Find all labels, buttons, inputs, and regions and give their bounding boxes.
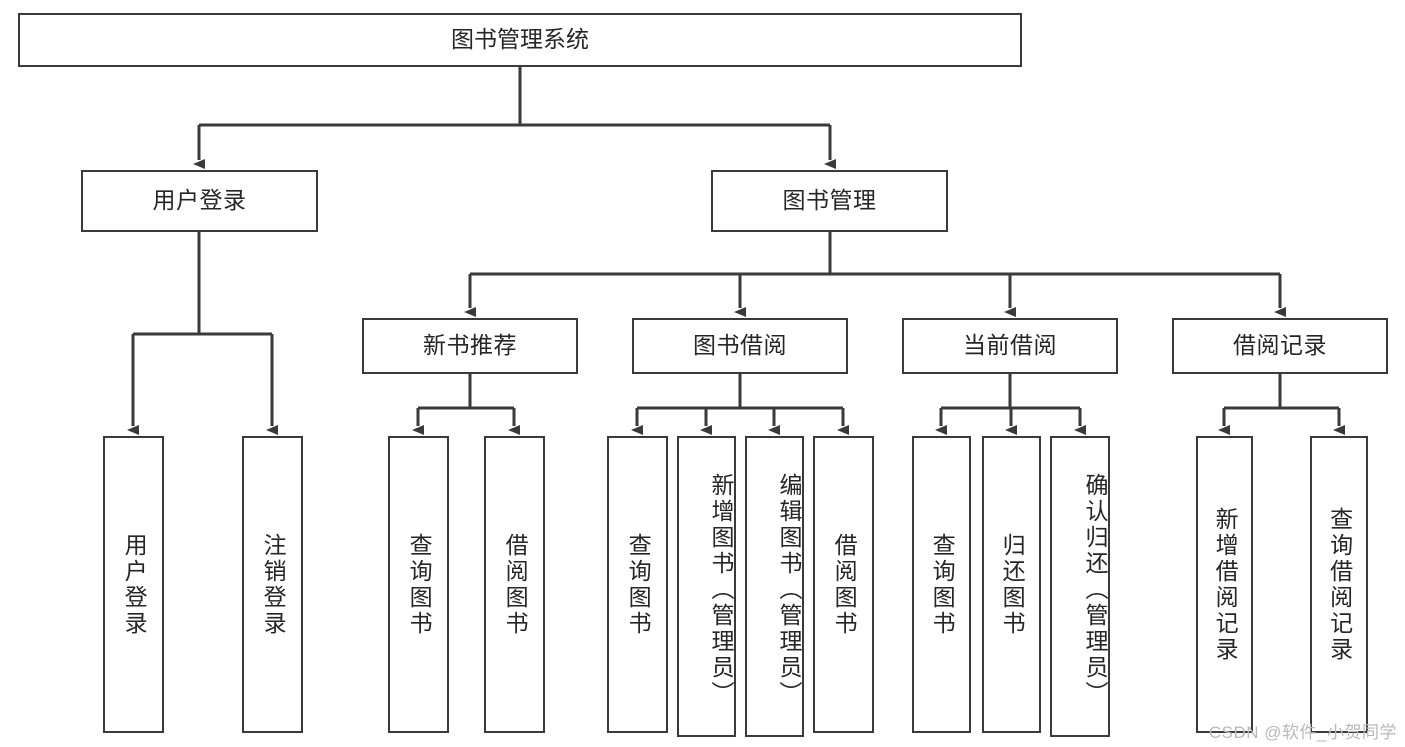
node-label: 新书推荐 [423, 332, 517, 359]
leaf-query-book-borrow[interactable]: 查询图书 [607, 436, 668, 733]
node-user-login[interactable]: 用户登录 [81, 170, 318, 232]
node-label: 用户登录 [152, 187, 247, 214]
node-label: 用户登录 [121, 532, 148, 637]
leaf-query-book-recommend[interactable]: 查询图书 [388, 436, 449, 733]
leaf-edit-book-admin[interactable]: 编辑图书（管理员） [745, 436, 804, 737]
node-new-book-recommend[interactable]: 新书推荐 [362, 318, 578, 374]
node-label: 图书管理系统 [451, 26, 589, 53]
node-label: 查询图书 [406, 532, 433, 637]
node-label: 注销登录 [260, 532, 287, 637]
node-label: 查询借阅记录 [1326, 506, 1353, 663]
node-label: 图书借阅 [693, 332, 787, 359]
node-label: 确认归还（管理员） [1082, 472, 1108, 707]
leaf-logout[interactable]: 注销登录 [242, 436, 303, 733]
node-label: 查询图书 [929, 532, 956, 637]
leaf-add-borrow-record[interactable]: 新增借阅记录 [1196, 436, 1253, 733]
leaf-query-book-current[interactable]: 查询图书 [912, 436, 971, 733]
node-label: 图书管理 [782, 187, 877, 214]
node-book-borrow[interactable]: 图书借阅 [632, 318, 848, 374]
node-book-management[interactable]: 图书管理 [711, 170, 948, 232]
leaf-borrow-book-recommend[interactable]: 借阅图书 [484, 436, 545, 733]
node-root-system[interactable]: 图书管理系统 [18, 13, 1022, 67]
leaf-user-login[interactable]: 用户登录 [103, 436, 164, 733]
leaf-return-book[interactable]: 归还图书 [982, 436, 1041, 733]
node-label: 当前借阅 [963, 332, 1057, 359]
node-label: 借阅记录 [1233, 332, 1327, 359]
node-label: 新增图书（管理员） [708, 472, 734, 707]
node-label: 编辑图书（管理员） [776, 472, 802, 707]
node-label: 查询图书 [625, 532, 652, 637]
node-label: 新增借阅记录 [1212, 506, 1239, 663]
node-label: 借阅图书 [502, 532, 529, 637]
csdn-watermark: CSDN @软件_小贺同学 [1208, 723, 1397, 742]
leaf-borrow-book[interactable]: 借阅图书 [813, 436, 874, 733]
leaf-add-book-admin[interactable]: 新增图书（管理员） [677, 436, 736, 737]
node-label: 借阅图书 [831, 532, 858, 637]
node-current-borrow[interactable]: 当前借阅 [902, 318, 1118, 374]
leaf-confirm-return-admin[interactable]: 确认归还（管理员） [1050, 436, 1110, 737]
node-borrow-record[interactable]: 借阅记录 [1172, 318, 1388, 374]
node-label: 归还图书 [999, 532, 1026, 637]
leaf-query-borrow-record[interactable]: 查询借阅记录 [1310, 436, 1368, 733]
